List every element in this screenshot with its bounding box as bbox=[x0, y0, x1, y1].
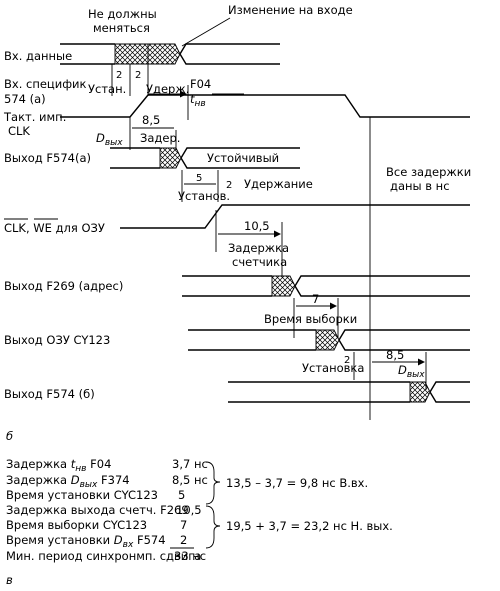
in-spec-label-2: 574 (а) bbox=[4, 92, 46, 106]
d-out-symbol: Dвых bbox=[96, 131, 123, 148]
clk-we-label: CLK, WE для ОЗУ bbox=[4, 221, 105, 235]
equation-1: 13,5 – 3,7 = 9,8 нс В.вх. bbox=[226, 476, 368, 490]
all-delays-label-2: даны в нс bbox=[390, 179, 450, 193]
clk-label-1: Такт. имп. bbox=[3, 110, 66, 124]
table-row-value: 33 нс bbox=[174, 549, 206, 563]
input-change-label: Изменение на входе bbox=[228, 3, 353, 17]
hold-value: 2 bbox=[135, 70, 141, 81]
group2-brace bbox=[205, 505, 221, 549]
delay-abbr: Задер. bbox=[140, 131, 180, 145]
d-in-value: 8,5 bbox=[386, 348, 404, 362]
table-row-value: 8,5 нс bbox=[172, 473, 208, 487]
setup2-label: Установ. bbox=[178, 189, 230, 203]
access-value: 7 bbox=[312, 292, 319, 306]
t-nv-label: tнв bbox=[190, 92, 206, 109]
setup-b-value: 2 bbox=[344, 355, 350, 366]
setup-abbr: Устан. bbox=[88, 82, 126, 96]
access-time-label: Время выборки bbox=[264, 312, 357, 326]
table-row-label: Задержка tнв F04 bbox=[6, 457, 111, 474]
out-f574a-waveform bbox=[110, 147, 300, 169]
figure-v-label: в bbox=[6, 573, 13, 587]
in-spec-label-1: Вх. специфик bbox=[4, 77, 87, 91]
out-f269-waveform bbox=[182, 275, 470, 297]
f04-label: F04 bbox=[190, 77, 211, 91]
hold-abbr: Удерж. bbox=[146, 82, 189, 96]
d-in-symbol: Dвых bbox=[398, 363, 425, 380]
table-row-value: 2 bbox=[180, 533, 187, 547]
table-row-label: Время выборки CYC123 bbox=[6, 518, 147, 532]
out-f269-label: Выход F269 (адрес) bbox=[4, 279, 123, 293]
all-delays-label-1: Все задержки bbox=[386, 165, 471, 179]
out-f574b-label: Выход F574 (б) bbox=[4, 387, 95, 401]
out-ram-waveform bbox=[188, 329, 470, 351]
must-not-change-label-2: меняться bbox=[93, 21, 150, 35]
setup-value: 2 bbox=[116, 70, 122, 81]
input-change-pointer bbox=[181, 17, 231, 47]
table-row-value: 7 bbox=[180, 518, 187, 532]
figure-b-label: б bbox=[6, 429, 13, 443]
equation-2: 19,5 + 3,7 = 23,2 нс Н. вых. bbox=[226, 519, 393, 533]
clk-waveform bbox=[60, 94, 470, 118]
table-row-label: Время установки Dвх F574 bbox=[6, 533, 166, 550]
table-row-value: 5 bbox=[178, 488, 185, 502]
table-row-value: 10,5 bbox=[176, 503, 202, 517]
hold-label: Удержание bbox=[244, 177, 313, 191]
table-row-label: Время установки CYC123 bbox=[6, 488, 158, 502]
table-row-label: Мин. период синхронмп. сдвига bbox=[6, 549, 201, 563]
in-data-label: Вх. данные bbox=[4, 49, 72, 63]
counter-delay-value: 10,5 bbox=[244, 219, 270, 233]
d-out-value: 8,5 bbox=[142, 113, 160, 127]
table-row-label: Задержка выхода счетч. F269 bbox=[6, 503, 189, 517]
must-not-change-label-1: Не должны bbox=[88, 7, 157, 21]
in-data-waveform bbox=[60, 43, 280, 65]
stable-label: Устойчивый bbox=[207, 151, 279, 165]
hold2-value: 5 bbox=[196, 173, 202, 184]
out-ram-label: Выход ОЗУ CY123 bbox=[4, 333, 110, 347]
counter-delay-label-1: Задержка bbox=[228, 241, 289, 255]
clk-we-waveform bbox=[120, 204, 470, 229]
hold2b-value: 2 bbox=[226, 180, 232, 191]
delay-table: Задержка tнв F04 3,7 нс Задержка Dвых F3… bbox=[6, 457, 393, 563]
table-row-value: 3,7 нс bbox=[172, 457, 208, 471]
out-f574b-waveform bbox=[228, 381, 470, 403]
group1-brace bbox=[205, 461, 221, 505]
table-row-label: Задержка Dвых F374 bbox=[6, 473, 130, 490]
counter-delay-label-2: счетчика bbox=[232, 255, 287, 269]
clk-label-2: CLK bbox=[8, 124, 30, 138]
out-f574a-label: Выход F574(а) bbox=[4, 151, 91, 165]
setup-full-label: Установка bbox=[302, 361, 364, 375]
